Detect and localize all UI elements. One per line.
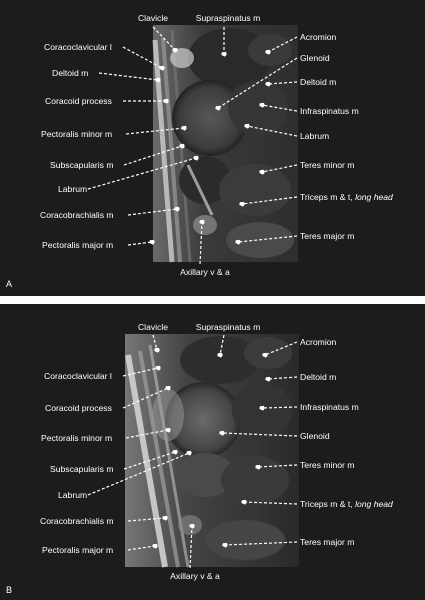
label-pectoralis-major: Pectoralis major m bbox=[42, 240, 114, 250]
label-pectoralis-minor: Pectoralis minor m bbox=[41, 129, 113, 139]
label-triceps-italic: long head bbox=[355, 192, 393, 202]
label-labrum-left: Labrum bbox=[58, 184, 88, 194]
label-supraspinatus: Supraspinatus m bbox=[195, 13, 261, 23]
label-pectoralis-minor: Pectoralis minor m bbox=[41, 433, 113, 443]
label-teres-minor: Teres minor m bbox=[300, 460, 355, 470]
label-coracoid-process: Coracoid process bbox=[45, 403, 112, 413]
label-deltoid-right: Deltoid m bbox=[300, 77, 337, 87]
label-triceps-text: Triceps m & t, bbox=[300, 192, 356, 202]
label-infraspinatus: Infraspinatus m bbox=[300, 402, 359, 412]
label-triceps-italic: long head bbox=[355, 499, 393, 509]
label-teres-major: Teres major m bbox=[300, 231, 355, 241]
label-triceps: Triceps m & t, long head bbox=[300, 499, 393, 509]
label-triceps: Triceps m & t, long head bbox=[300, 192, 393, 202]
panel-letter-b: B bbox=[6, 585, 13, 595]
label-glenoid: Glenoid bbox=[300, 431, 330, 441]
label-teres-minor: Teres minor m bbox=[300, 160, 355, 170]
label-axillary: Axillary v & a bbox=[170, 571, 220, 581]
label-supraspinatus: Supraspinatus m bbox=[195, 322, 261, 332]
panel-a: Clavicle Supraspinatus m Coracoclavicula… bbox=[0, 0, 425, 295]
label-deltoid-right: Deltoid m bbox=[300, 372, 337, 382]
label-teres-major: Teres major m bbox=[300, 537, 355, 547]
panel-b: Clavicle Supraspinatus m Coracoclavicula… bbox=[0, 305, 425, 600]
mri-image-b bbox=[125, 334, 299, 568]
panel-separator bbox=[0, 296, 425, 304]
label-clavicle: Clavicle bbox=[137, 13, 169, 23]
label-coracobrachialis: Coracobrachialis m bbox=[40, 516, 114, 526]
label-clavicle: Clavicle bbox=[137, 322, 169, 332]
label-coracobrachialis: Coracobrachialis m bbox=[40, 210, 114, 220]
label-acromion: Acromion bbox=[300, 337, 337, 347]
label-labrum-right: Labrum bbox=[300, 131, 330, 141]
label-pectoralis-major: Pectoralis major m bbox=[42, 545, 114, 555]
label-deltoid-left: Deltoid m bbox=[52, 68, 89, 78]
label-subscapularis: Subscapularis m bbox=[50, 160, 114, 170]
label-axillary: Axillary v & a bbox=[180, 267, 230, 277]
label-acromion: Acromion bbox=[300, 32, 337, 42]
label-subscapularis: Subscapularis m bbox=[50, 464, 114, 474]
label-coracoclavicular: Coracoclavicular l bbox=[44, 42, 112, 52]
label-glenoid: Glenoid bbox=[300, 53, 330, 63]
label-coracoid-process: Coracoid process bbox=[45, 96, 112, 106]
panel-letter-a: A bbox=[6, 279, 13, 289]
label-triceps-text: Triceps m & t, bbox=[300, 499, 356, 509]
label-infraspinatus: Infraspinatus m bbox=[300, 106, 359, 116]
label-labrum-left: Labrum bbox=[58, 490, 88, 500]
label-coracoclavicular: Coracoclavicular l bbox=[44, 371, 112, 381]
